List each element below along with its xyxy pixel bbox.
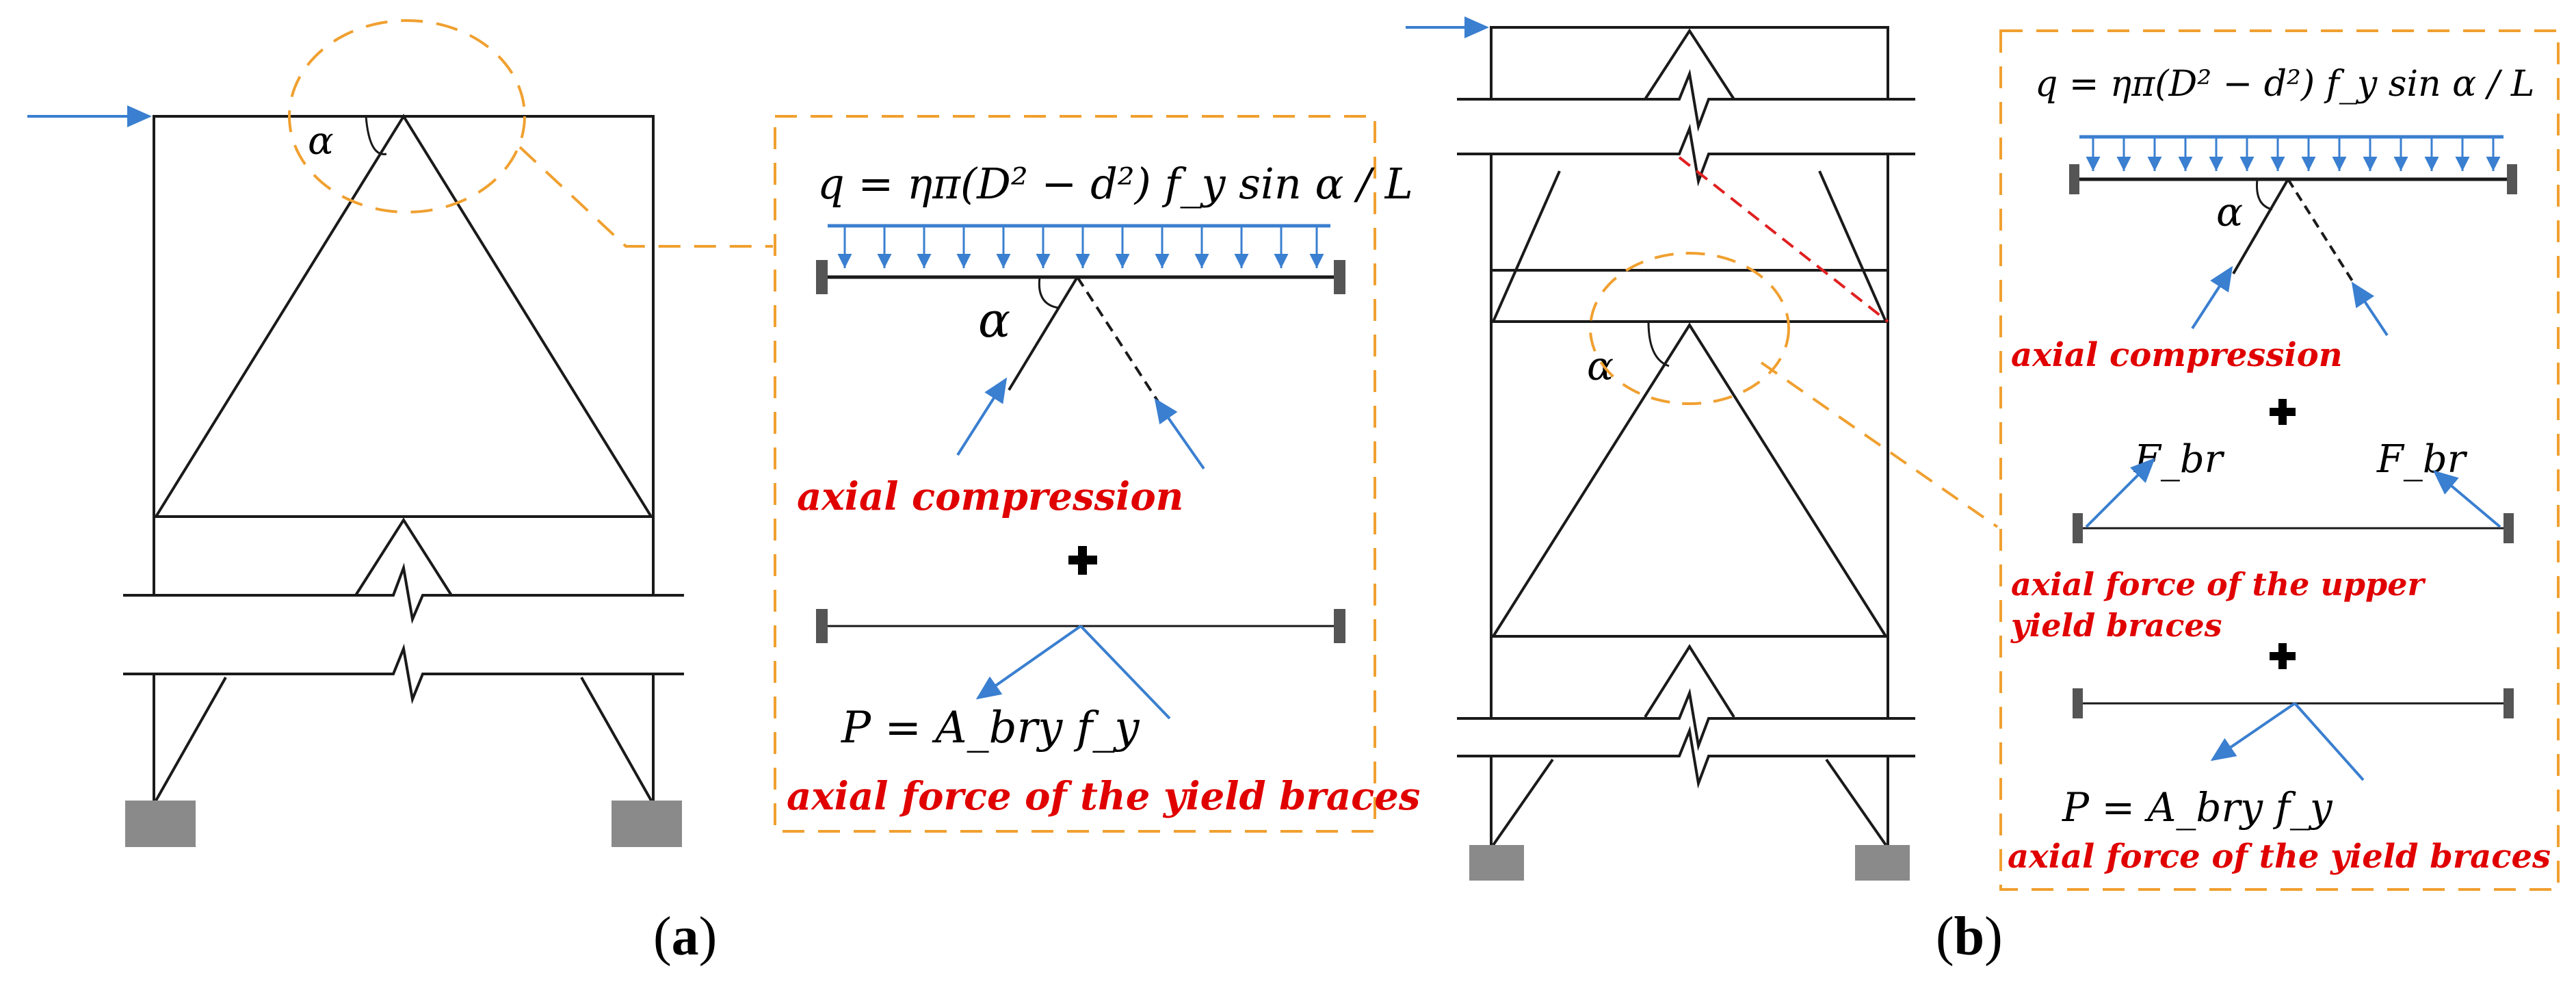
brace-a-lower-left <box>155 677 227 801</box>
break-line-a-bottom <box>123 643 684 705</box>
callout-b-yield-arrow-left <box>2210 702 2296 762</box>
plus-icon <box>2270 643 2296 669</box>
callout-b-equation: q = ηπ(D² − d²) f_y sin α / L <box>2035 64 2534 105</box>
caption-b: (b) <box>1936 907 2003 967</box>
chevron-brace-a-lower-stub <box>354 517 453 597</box>
callout-b-fbr-right: F_br <box>2376 437 2468 482</box>
distributed-load-arrows-b <box>2086 137 2501 171</box>
highlight-ellipse-a <box>288 19 526 213</box>
callout-b-brace-solid <box>2232 178 2289 275</box>
callout-a-brace-dashed <box>1076 276 1161 405</box>
callout-b-beam-3-support-right <box>2503 688 2514 718</box>
break-line-b-2 <box>1457 123 1915 187</box>
angle-arc-a <box>365 116 387 155</box>
callout-b-upper-label-line2: yield braces <box>2010 607 2222 644</box>
callout-b-beam-2-support-right <box>2503 513 2514 543</box>
callout-a-yield-arrow-left <box>975 625 1082 700</box>
callout-b-yield-arrow-right <box>2294 702 2365 781</box>
caption-a: (a) <box>653 907 717 967</box>
callout-a-compression-arrow-right <box>1154 398 1205 470</box>
distributed-load-arrows-a <box>837 226 1324 268</box>
angle-label-b: α <box>1587 343 1614 389</box>
break-line-b-3 <box>1457 688 1915 751</box>
chevron-brace-b-main <box>1492 322 1887 638</box>
callout-b-border <box>1999 29 2560 891</box>
leader-line-b <box>1760 361 1999 528</box>
support-a-right <box>612 801 682 847</box>
frame-b <box>1457 26 1915 846</box>
chevron-brace-b-top-stub <box>1644 28 1735 101</box>
callout-a-brace-solid <box>1008 276 1079 391</box>
support-b-left <box>1469 845 1524 881</box>
plus-icon <box>1068 546 1097 575</box>
callout-b-beam-3-support-left <box>2073 688 2083 718</box>
callout-b-force-equation: P = A_bry f_y <box>2062 784 2333 831</box>
plus-icon <box>2270 399 2296 425</box>
callout-a-border <box>774 115 1376 833</box>
support-b-right <box>1855 845 1910 881</box>
break-line-a-top <box>123 562 684 624</box>
callout-b-compression-arrow-right <box>2351 281 2389 337</box>
angle-label-a: α <box>308 119 334 164</box>
callout-a-yield-label: axial force of the yield braces <box>787 774 1420 819</box>
callout-b-angle-label: α <box>2216 189 2243 235</box>
leader-line-a <box>518 146 773 248</box>
frame-a-upper-storey <box>153 115 655 595</box>
callout-a-force-equation: P = A_bry f_y <box>841 703 1140 753</box>
callout-a-beam-support-left <box>816 260 828 294</box>
callout-b-fbr-left: F_br <box>2133 437 2225 482</box>
frame-b-top-stub <box>1490 26 1889 99</box>
brace-b-upper-right <box>1818 170 1887 322</box>
callout-a-angle-arc <box>1038 276 1060 309</box>
callout-b-beam-support-left <box>2069 164 2079 194</box>
chevron-brace-a-upper <box>155 114 653 518</box>
callout-a: q = ηπ(D² − d²) f_y sin α / L <box>774 115 1420 833</box>
callout-b-angle-arc <box>2255 179 2273 211</box>
angle-arc-b <box>1647 321 1670 367</box>
callout-a-equation: q = ηπ(D² − d²) f_y sin α / L <box>817 159 1413 209</box>
callout-b-upper-label-line1: axial force of the upper <box>2011 566 2426 603</box>
callout-a-beam-2-support-left <box>816 609 828 643</box>
callout-a-compression-arrow-left <box>956 377 1008 456</box>
callout-b-fbr-arrow-right <box>2432 470 2501 528</box>
callout-b-yield-label: axial force of the yield braces <box>2008 837 2551 876</box>
callout-b-compression-arrow-left <box>2191 265 2233 330</box>
callout-b-brace-dashed <box>2287 178 2358 289</box>
callout-b-compression-label: axial compression <box>2011 336 2343 374</box>
frame-a <box>123 114 684 801</box>
callout-a-compression-label: axial compression <box>797 474 1183 519</box>
dashed-buckled-brace-b <box>1678 156 1889 323</box>
panel-b: α q = ηπ(D² − d²) f_y sin α / L <box>1406 16 2560 967</box>
break-line-b-4 <box>1457 725 1915 789</box>
callout-b-beam-support-right <box>2507 164 2517 194</box>
brace-b-upper-left <box>1492 170 1561 322</box>
callout-a-beam-support-right <box>1334 260 1345 294</box>
brace-a-lower-right <box>580 677 653 801</box>
callout-a-angle-label: α <box>978 292 1010 348</box>
chevron-brace-b-lower-stub <box>1644 644 1735 718</box>
brace-b-lower-right <box>1825 758 1887 846</box>
callout-a-beam-2-support-right <box>1334 609 1345 643</box>
brace-b-lower-left <box>1492 758 1554 846</box>
break-line-b-1 <box>1457 68 1915 132</box>
callout-b: q = ηπ(D² − d²) f_y sin α / L <box>1999 29 2560 891</box>
panel-a: α q = ηπ(D² − d²) f_y sin α / L <box>27 19 1420 967</box>
highlight-ellipse-b <box>1589 252 1790 405</box>
support-a-left <box>125 801 196 847</box>
callout-a-yield-arrow-right <box>1079 625 1171 720</box>
callout-b-beam-2-support-left <box>2073 513 2083 543</box>
callout-b-fbr-arrow-left <box>2085 458 2155 528</box>
